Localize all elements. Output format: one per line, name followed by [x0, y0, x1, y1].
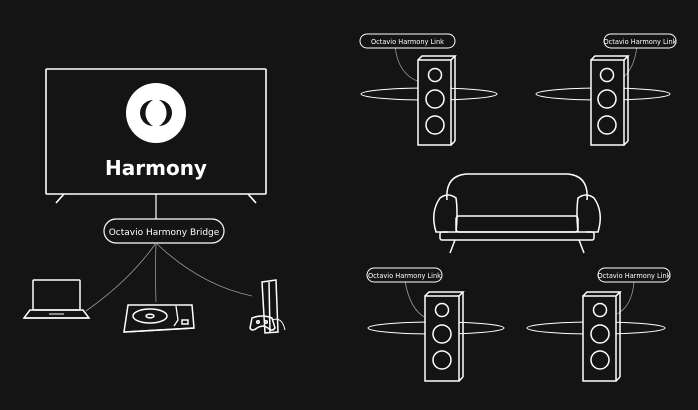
tv-stand-left [55, 193, 65, 204]
speaker-icon [590, 55, 630, 146]
link-label-bottom-left: Octavio Harmony Link [368, 272, 441, 280]
bridge-label: Octavio Harmony Bridge [109, 228, 220, 238]
link-label-top-left: Octavio Harmony Link [371, 38, 444, 46]
speaker-bottom-left-connector [404, 280, 427, 319]
speaker-icon [417, 55, 457, 146]
speaker-bottom-right: Octavio Harmony Link [526, 267, 671, 382]
speaker-icon [582, 291, 622, 382]
speaker-top-left: Octavio Harmony Link [359, 33, 498, 146]
laptop-icon [22, 279, 91, 319]
harmony-logo-icon [126, 83, 186, 143]
link-pill-bottom-left [366, 267, 443, 283]
link-pill-top-left [359, 33, 456, 49]
link-pill-bottom-right [597, 267, 671, 283]
speaker-top-right: Octavio Harmony Link [535, 33, 677, 146]
link-label-bottom-right: Octavio Harmony Link [597, 272, 670, 280]
sofa-icon [433, 173, 601, 254]
bridge-pill [103, 218, 225, 244]
speaker-bottom-left: Octavio Harmony Link [366, 267, 505, 382]
game-console-icon [249, 279, 286, 334]
speaker-top-left-connector [394, 45, 421, 83]
link-label-top-right: Octavio Harmony Link [603, 38, 676, 46]
speaker-icon [424, 291, 465, 382]
link-pill-top-right [603, 33, 677, 49]
tv-stand-right [247, 193, 257, 204]
bridge-connections [85, 242, 253, 312]
tv-brand-title: Harmony [105, 156, 207, 180]
turntable-icon [123, 304, 195, 333]
